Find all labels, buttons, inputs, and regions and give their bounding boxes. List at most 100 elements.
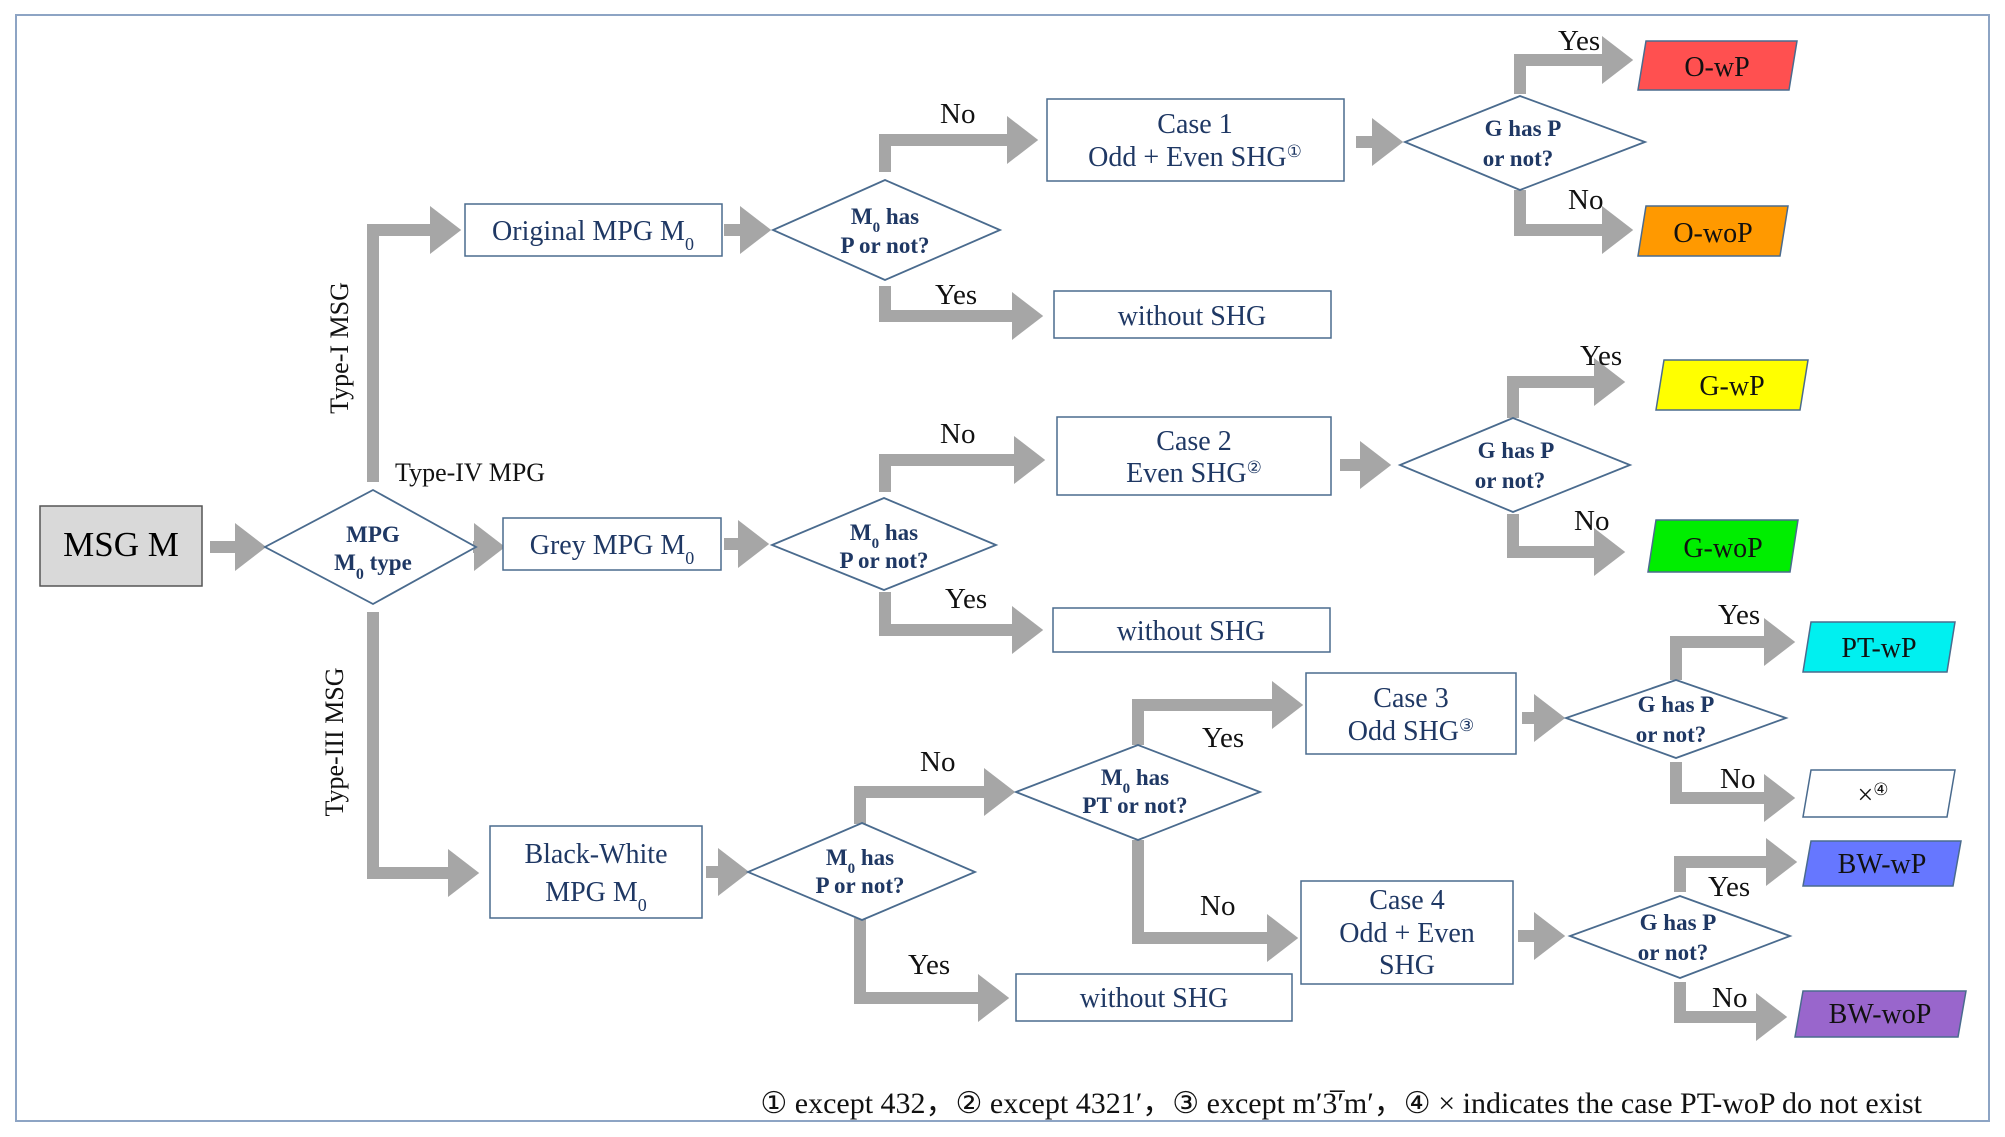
outcome-g-wp: [1655, 359, 1809, 411]
decision-g2-line2: or not?: [1475, 468, 1546, 493]
outcome-bw-wp-label: BW-wP: [1838, 849, 1927, 880]
case2-body: Even SHG②: [1126, 458, 1262, 490]
decision-bw-m0-pt-line1: M0 has: [1101, 765, 1169, 797]
decision-original-m0-line1: M0 has: [851, 204, 919, 236]
arrow-g1-no: [1514, 190, 1634, 254]
connectors: [210, 36, 1798, 1041]
outcome-g-wp-label: G-wP: [1699, 371, 1764, 402]
case4-line3: SHG: [1379, 950, 1435, 981]
outcome-bw-wop: [1794, 990, 1967, 1038]
decision-bw-m0-pt: [1013, 744, 1263, 841]
outcome-pt-none: [1802, 769, 1956, 818]
bw-mpg-label-line1: Black-White: [524, 839, 667, 870]
case1-title: Case 1: [1157, 109, 1232, 140]
original-mpg-label: Original MPG M0: [492, 216, 694, 254]
decision-g4-line1: G has P: [1640, 910, 1717, 935]
without-shg-2: [1052, 607, 1331, 653]
original-mpg-node: [464, 203, 723, 257]
without-shg-1-label: without SHG: [1118, 301, 1267, 332]
arrow-g3-yes: [1670, 618, 1796, 680]
decision-g2-has-p: [1397, 417, 1633, 513]
edge-label-g3-no: No: [1720, 763, 1755, 795]
case1-body: Odd + Even SHG①: [1088, 142, 1302, 174]
decision-grey-m0-line2: P or not?: [839, 548, 928, 573]
outcome-g-wop-label: G-woP: [1683, 533, 1762, 564]
arrow-d3-yes: [854, 918, 1010, 1022]
decision-original-m0-p: [770, 179, 1003, 281]
outcome-bw-wop-label: BW-woP: [1829, 999, 1932, 1030]
grey-mpg-label: Grey MPG M0: [530, 530, 695, 568]
decision-g1-line1: G has P: [1485, 116, 1562, 141]
without-shg-1: [1053, 290, 1332, 339]
decision-grey-m0-p: [769, 497, 999, 591]
type-decision-label-line2: M0 type: [334, 550, 412, 583]
decision-original-m0-line2: P or not?: [840, 233, 929, 258]
footnote: ① except 432，② except 4321′，③ except m′3…: [760, 1087, 1922, 1120]
arrow-g3-no: [1670, 762, 1796, 822]
outcome-o-wop-label: O-woP: [1673, 218, 1752, 249]
edge-label-g1-yes: Yes: [1558, 25, 1600, 57]
arrow-g2-no: [1507, 514, 1626, 576]
case3-title: Case 3: [1373, 683, 1448, 714]
decision-bw-m0-line2: P or not?: [815, 873, 904, 898]
arrow-d2-no: [879, 436, 1046, 492]
decision-g1-line2: or not?: [1483, 146, 1554, 171]
outcome-o-wp: [1637, 40, 1798, 91]
decision-g3-line2: or not?: [1636, 722, 1707, 747]
edge-label-dpt-yes: Yes: [1202, 722, 1244, 754]
diagram-frame: [15, 14, 1990, 1122]
outcome-pt-none-label: ×④: [1857, 780, 1888, 812]
bw-mpg-label-line2: MPG M0: [545, 877, 647, 915]
outcome-g-wop: [1647, 519, 1799, 573]
decision-g4-line2: or not?: [1638, 940, 1709, 965]
arrow-dpt-yes: [1132, 681, 1304, 745]
case3-body: Odd SHG③: [1348, 716, 1474, 748]
decision-bw-m0-p: [745, 822, 978, 921]
decision-grey-m0-line1: M0 has: [850, 520, 918, 552]
edge-label-g2-yes: Yes: [1580, 340, 1622, 372]
decision-g3-has-p: [1563, 679, 1789, 759]
edge-label-g4-yes: Yes: [1708, 871, 1750, 903]
case4-node: [1300, 880, 1514, 985]
edge-label-d1-no: No: [940, 98, 975, 130]
edge-label-g2-no: No: [1574, 505, 1609, 537]
arrow-d1-no: [879, 116, 1039, 172]
arrow-g4-no: [1674, 982, 1788, 1041]
edge-label-dpt-no: No: [1200, 890, 1235, 922]
without-shg-3: [1015, 973, 1293, 1022]
decision-g3-line1: G has P: [1638, 692, 1715, 717]
branch-type-i-label: Type-I MSG: [325, 282, 354, 414]
edge-label-g4-no: No: [1712, 982, 1747, 1014]
without-shg-3-label: without SHG: [1080, 983, 1229, 1014]
branch-type-iii-label: Type-III MSG: [320, 667, 349, 816]
edge-label-d1-yes: Yes: [935, 279, 977, 311]
arrow-g1-yes: [1514, 36, 1634, 94]
decision-g2-line1: G has P: [1478, 438, 1555, 463]
start-node-label: MSG M: [63, 525, 179, 564]
branch-type-iv-label: Type-IV MPG: [395, 458, 545, 487]
type-decision-label-line1: MPG: [346, 522, 400, 547]
decision-g1-has-p: [1402, 95, 1648, 191]
outcome-pt-wp: [1802, 621, 1956, 673]
arrow-d2-yes: [879, 592, 1044, 654]
edge-label-d3-no: No: [920, 746, 955, 778]
bw-mpg-node: [489, 825, 703, 919]
arrow-type-iii: [367, 612, 480, 897]
decision-bw-m0-line1: M0 has: [826, 845, 894, 877]
edge-label-g3-yes: Yes: [1718, 599, 1760, 631]
case3-node: [1305, 672, 1517, 755]
outcome-pt-wp-label: PT-wP: [1841, 633, 1916, 664]
grey-mpg-node: [502, 517, 722, 571]
arrow-g2-yes: [1507, 358, 1626, 418]
type-decision: [263, 488, 478, 606]
edge-label-d2-no: No: [940, 418, 975, 450]
edge-label-g1-no: No: [1568, 184, 1603, 216]
without-shg-2-label: without SHG: [1117, 616, 1266, 647]
case4-line2: Odd + Even: [1339, 918, 1475, 949]
edge-label-d2-yes: Yes: [945, 583, 987, 615]
decision-g4-has-p: [1567, 895, 1793, 979]
arrow-g4-yes: [1674, 838, 1798, 892]
outcome-o-wp-label: O-wP: [1684, 52, 1749, 83]
edge-label-d3-yes: Yes: [908, 949, 950, 981]
